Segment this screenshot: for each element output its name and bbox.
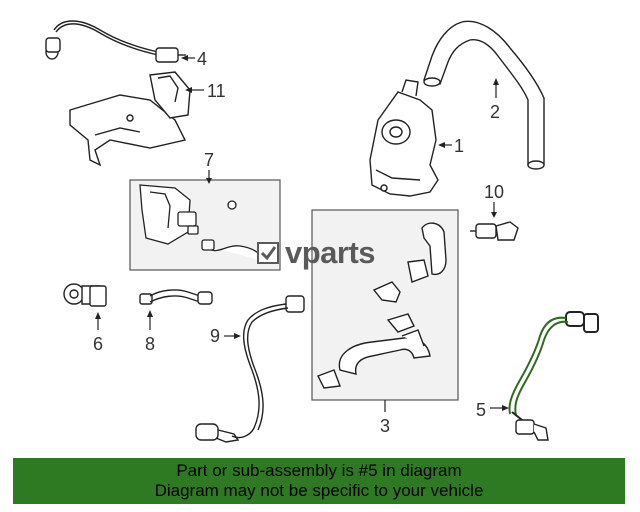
callout-7: 7 — [204, 150, 214, 184]
callout-label-6: 6 — [93, 334, 103, 354]
part-9-sensor[interactable] — [195, 295, 305, 443]
callout-label-4: 4 — [197, 49, 207, 69]
callout-label-5: 5 — [476, 400, 486, 420]
callout-label-2: 2 — [490, 102, 500, 122]
part-1-valve[interactable] — [369, 79, 439, 197]
callout-4: 4 — [181, 49, 207, 69]
part-3-hoses — [317, 222, 447, 389]
part-2-hose[interactable] — [423, 20, 545, 170]
watermark: vparts — [257, 235, 376, 270]
callout-3: 3 — [380, 400, 390, 436]
callout-11: 11 — [185, 81, 226, 101]
callout-2: 2 — [490, 78, 500, 122]
callout-8: 8 — [145, 310, 155, 354]
callout-label-7: 7 — [204, 150, 214, 170]
banner-line-2: Diagram may not be specific to your vehi… — [154, 481, 484, 500]
part-5-oxygen-sensor[interactable] — [508, 311, 599, 441]
banner-line-1: Part or sub-assembly is #5 in diagram — [176, 461, 462, 480]
callout-1: 1 — [438, 136, 464, 156]
callout-10: 10 — [484, 182, 504, 218]
callout-label-1: 1 — [454, 136, 464, 156]
info-banner: Part or sub-assembly is #5 in diagram Di… — [13, 458, 625, 504]
part-11-bracket[interactable] — [69, 71, 191, 167]
callout-label-8: 8 — [145, 334, 155, 354]
callout-label-11: 11 — [207, 81, 226, 101]
part-4-oxygen-sensor[interactable] — [45, 20, 186, 63]
callout-9: 9 — [210, 326, 241, 346]
check-logo-icon — [257, 242, 279, 264]
part-6-sensor[interactable] — [63, 283, 107, 307]
callout-label-10: 10 — [484, 182, 504, 202]
callout-label-3: 3 — [380, 416, 390, 436]
watermark-text: vparts — [285, 235, 376, 270]
part-8-hose[interactable] — [139, 289, 213, 305]
callout-5: 5 — [476, 400, 509, 420]
callout-label-9: 9 — [210, 326, 220, 346]
parts-diagram: 4 11 7 2 — [45, 20, 599, 443]
callout-6: 6 — [93, 312, 103, 354]
part-10-sensor[interactable] — [470, 221, 519, 241]
part-7-canister — [139, 184, 267, 263]
